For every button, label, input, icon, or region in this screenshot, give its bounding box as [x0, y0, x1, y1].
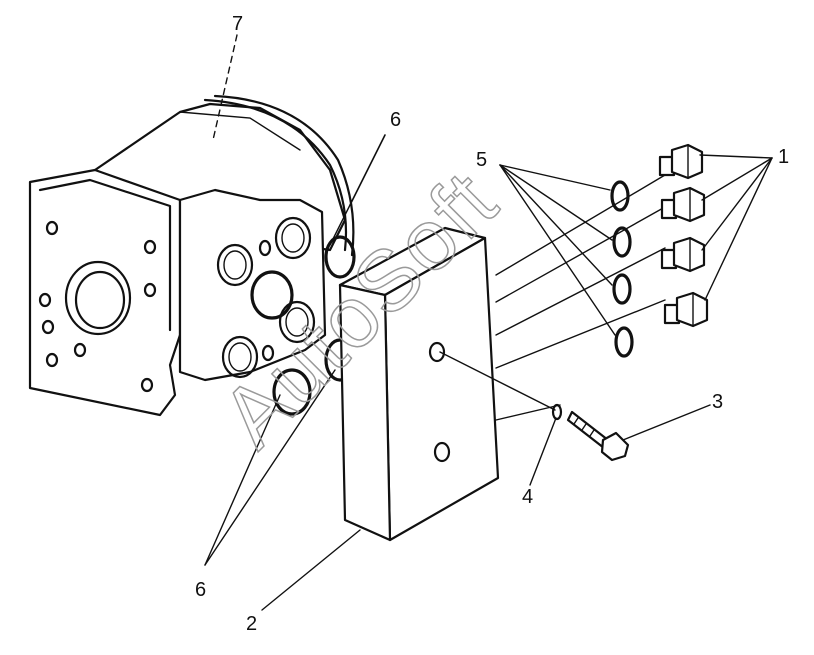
- callout-6-top: 6: [390, 109, 401, 131]
- leader-lines: [204, 34, 773, 611]
- assembly-axis-lines: [439, 174, 666, 421]
- washer: [551, 403, 563, 421]
- adapter-plate: [338, 226, 500, 542]
- callout-6-bottom: 6: [195, 579, 206, 601]
- callout-2: 2: [246, 613, 257, 635]
- flange-holes: [38, 220, 157, 393]
- bolt: [566, 410, 630, 462]
- callout-5: 5: [476, 149, 487, 171]
- callout-3: 3: [712, 391, 723, 413]
- shaft-boss: [64, 260, 132, 336]
- callout-1: 1: [778, 146, 789, 168]
- port-openings: [216, 216, 316, 379]
- o-rings-housing-side: [272, 235, 356, 416]
- callout-7: 7: [232, 13, 243, 35]
- fittings: [658, 143, 709, 328]
- callout-4: 4: [522, 486, 533, 508]
- pump-housing: [28, 94, 355, 417]
- o-rings-fittings: [610, 180, 634, 358]
